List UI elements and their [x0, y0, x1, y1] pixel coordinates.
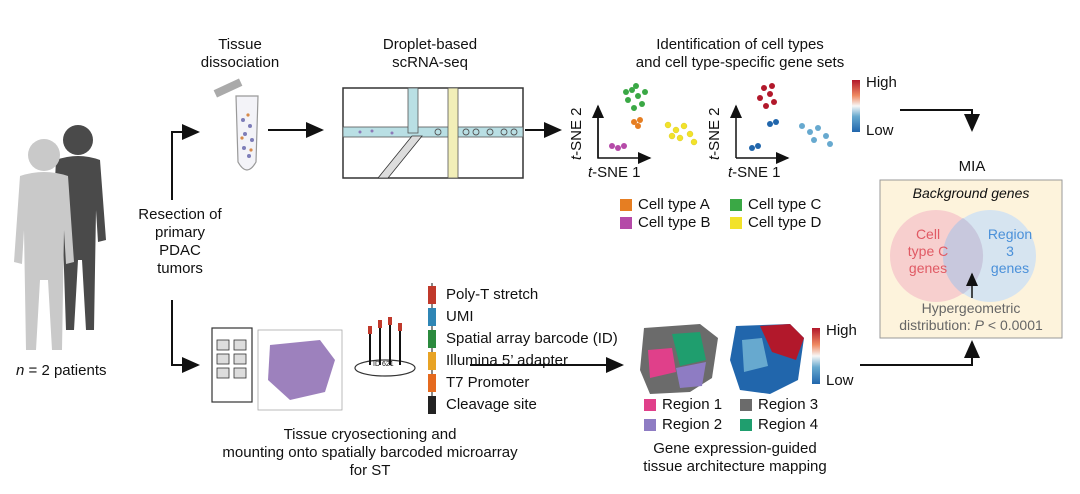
- probe-segment: [428, 330, 436, 348]
- spatial-expression-map: [730, 324, 820, 394]
- legend-swatch: [730, 217, 742, 229]
- legend-region-2: Region 2: [644, 416, 722, 434]
- probe-segment: [428, 308, 436, 326]
- tube-icon: [213, 78, 259, 171]
- flow-lines: [171, 109, 980, 373]
- chip-id-label: ID 621: [373, 361, 394, 368]
- probe-segment: [428, 286, 436, 304]
- legend-cell-type-c: Cell type C: [730, 196, 821, 214]
- patient-silhouettes-icon: [14, 125, 106, 350]
- mia-panel: [879, 179, 1063, 339]
- legend-cell-type-d: Cell type D: [730, 214, 821, 232]
- legend-swatch: [740, 419, 752, 431]
- tsne-plot-cell-types: [592, 83, 698, 164]
- legend-swatch: [620, 217, 632, 229]
- slide-icon: [211, 327, 343, 411]
- legend-region-1: Region 1: [644, 396, 722, 414]
- tsne2-xlabel: t-SNE 1: [728, 164, 781, 181]
- scale-top-high: High: [866, 74, 897, 91]
- hypergeometric-label: Hypergeometric distribution: P < 0.0001: [899, 300, 1043, 333]
- legend-swatch: [644, 399, 656, 411]
- probe-segment: [428, 396, 436, 414]
- color-scale-bottom: [812, 328, 820, 384]
- scale-top-low: Low: [866, 122, 894, 139]
- background-genes-label: Background genes: [912, 185, 1030, 201]
- probe-legend: Poly-T stretch UMI Spatial array barcode…: [446, 286, 618, 413]
- spatial-region-map: [640, 324, 718, 394]
- legend-cell-type-a: Cell type A: [620, 196, 710, 214]
- mia-title: MIA: [958, 158, 986, 175]
- tsne2-ylabel: t-SNE 2: [706, 107, 723, 160]
- probe-segments: [428, 286, 436, 414]
- tsne1-xlabel: t-SNE 1: [588, 164, 641, 181]
- legend-region-4: Region 4: [740, 416, 818, 434]
- legend-region-3: Region 3: [740, 396, 818, 414]
- legend-swatch: [740, 399, 752, 411]
- legend-swatch: [730, 199, 742, 211]
- probe-array-icon: [354, 283, 433, 412]
- scale-bottom-high: High: [826, 322, 857, 339]
- probe-segment: [428, 374, 436, 392]
- tsne-plot-expression: [730, 80, 860, 164]
- microfluidic-chip-icon: [342, 87, 524, 179]
- tsne1-ylabel: t-SNE 2: [568, 107, 585, 160]
- color-scale-top: [852, 80, 860, 132]
- legend-swatch: [644, 419, 656, 431]
- patients-label: n = 2 patients: [16, 362, 107, 379]
- probe-segment: [428, 352, 436, 370]
- legend-swatch: [620, 199, 632, 211]
- legend-cell-type-b: Cell type B: [620, 214, 711, 232]
- scale-bottom-low: Low: [826, 372, 854, 389]
